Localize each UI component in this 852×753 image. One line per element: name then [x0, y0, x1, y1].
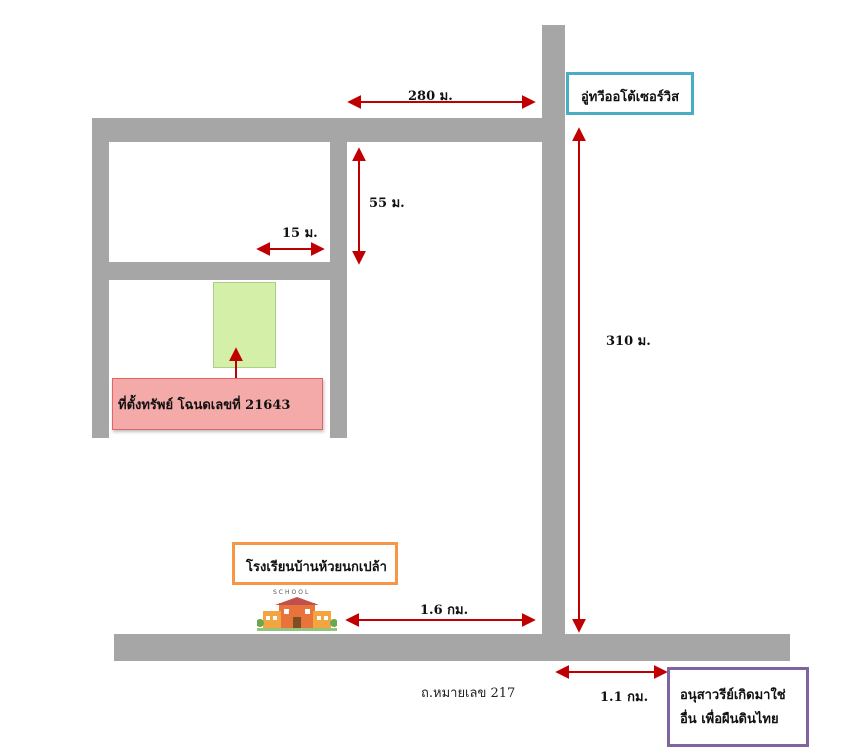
school-name: โรงเรียนบ้านห้วยนกเปล้า — [246, 560, 387, 575]
monument-line-1: อนุสาวรีย์เกิดมาใช่ — [680, 688, 786, 703]
label-280m: 280 ม. — [408, 89, 453, 104]
school-icon: SCHOOL — [256, 589, 338, 631]
label-55m: 55 ม. — [369, 196, 405, 211]
label-1-1km: 1.1 กม. — [600, 690, 649, 705]
school-building-icon — [256, 597, 338, 631]
highway-label: ถ.หมายเลข 217 — [421, 686, 516, 701]
school-label-box: โรงเรียนบ้านห้วยนกเปล้า — [232, 542, 398, 585]
road-lane-horizontal — [92, 262, 347, 280]
land-parcel — [213, 282, 276, 368]
property-title: ที่ตั้งทรัพย์ โฉนดเลขที่ 21643 — [118, 398, 291, 413]
school-sign-text: SCHOOL — [273, 589, 311, 596]
garage-name: อู่ทวีออโต้เซอร์วิส — [581, 90, 680, 105]
label-310m: 310 ม. — [606, 334, 651, 349]
monument-line-2: อื่น เพื่อผืนดินไทย — [680, 712, 779, 727]
road-main-vertical — [542, 25, 565, 661]
label-1-6km: 1.6 กม. — [420, 603, 469, 618]
label-15m: 15 ม. — [282, 226, 318, 241]
garage-label-box: อู่ทวีออโต้เซอร์วิส — [566, 72, 694, 115]
property-label-box: ที่ตั้งทรัพย์ โฉนดเลขที่ 21643 — [112, 378, 323, 430]
monument-label-box: อนุสาวรีย์เกิดมาใช่ อื่น เพื่อผืนดินไทย — [667, 667, 809, 747]
road-highway-217 — [114, 634, 790, 661]
road-top — [92, 118, 565, 142]
